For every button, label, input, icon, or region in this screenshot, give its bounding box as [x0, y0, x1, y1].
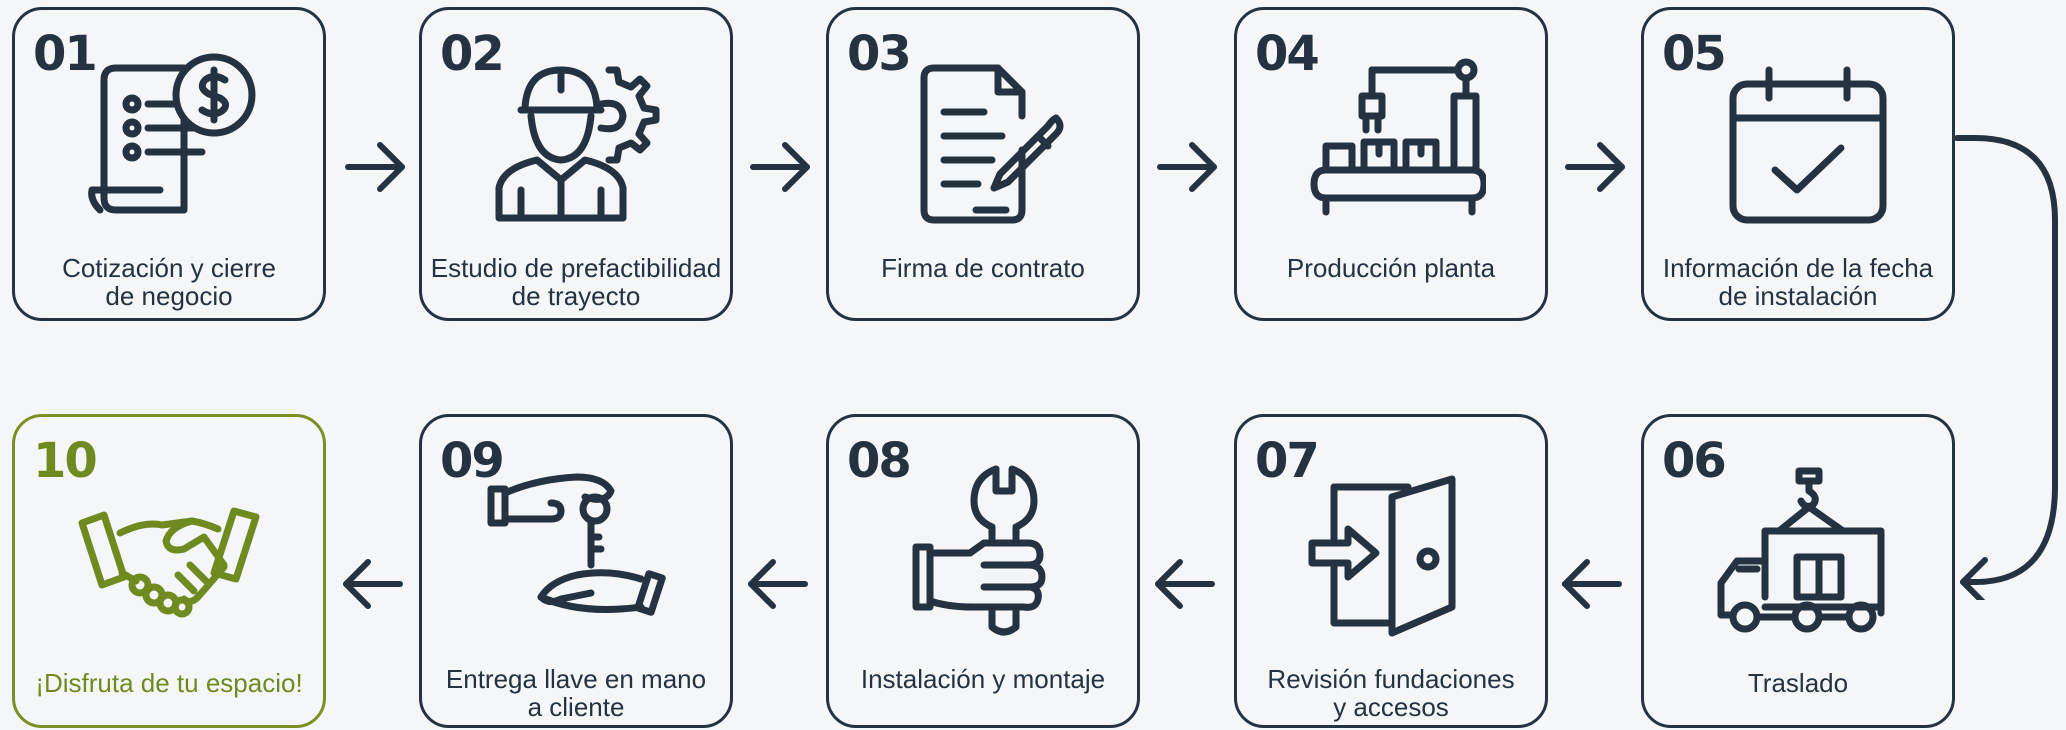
contract-sign-icon: [888, 50, 1078, 240]
step-label: Entrega llave en mano a cliente: [445, 664, 707, 722]
step-09: 09 Entrega llave en mano a cliente: [419, 414, 733, 728]
factory-conveyor-icon: [1296, 50, 1488, 240]
arrow-left-icon: [1559, 556, 1623, 617]
step-06: 06 Traslado: [1641, 414, 1955, 728]
step-label: Producción planta: [1286, 253, 1496, 283]
engineer-gear-icon: [481, 50, 671, 240]
quote-document-dollar-icon: [74, 50, 264, 240]
step-number: 07: [1255, 433, 1320, 489]
step-label: Revisión fundaciones y accesos: [1267, 664, 1515, 722]
step-label: Firma de contrato: [881, 253, 1085, 283]
hand-key-icon: [481, 457, 671, 647]
step-02: 02 Estudio de prefactibilidad de trayect…: [419, 7, 733, 321]
arrow-right-icon: [344, 139, 408, 200]
step-08: 08 Instalación y montaje: [826, 414, 1140, 728]
step-number: 02: [440, 26, 505, 82]
arrow-left-icon: [340, 556, 404, 617]
step-label: Instalación y montaje: [860, 664, 1106, 694]
step-label: Traslado: [1747, 668, 1849, 698]
step-number: 05: [1662, 26, 1727, 82]
connector-arrow-icon: [1954, 130, 2065, 607]
truck-crane-icon: [1703, 457, 1893, 647]
step-label: Información de la fecha de instalación: [1662, 253, 1934, 311]
step-07: 07 Revisión fundaciones y accesos: [1234, 414, 1548, 728]
arrow-left-icon: [745, 556, 809, 617]
step-10: 10 ¡Disfruta de tu espacio!: [12, 414, 326, 728]
door-enter-icon: [1296, 457, 1486, 647]
step-number: 01: [33, 26, 98, 82]
step-number: 08: [847, 433, 912, 489]
step-number: 09: [440, 433, 505, 489]
calendar-check-icon: [1703, 50, 1893, 240]
handshake-icon: [74, 457, 264, 647]
step-03: 03 Firma de contrato: [826, 7, 1140, 321]
step-number: 04: [1255, 26, 1320, 82]
step-04: 04 Producción planta: [1234, 7, 1548, 321]
arrow-left-icon: [1152, 556, 1216, 617]
hand-wrench-icon: [888, 457, 1078, 647]
step-label: Cotización y cierre de negocio: [62, 253, 276, 311]
step-01: 01 Cotización y cierre de negocio: [12, 7, 326, 321]
arrow-right-icon: [1564, 139, 1628, 200]
step-label: Estudio de prefactibilidad de trayecto: [430, 253, 722, 311]
step-number: 03: [847, 26, 912, 82]
step-label: ¡Disfruta de tu espacio!: [35, 668, 303, 698]
step-number: 06: [1662, 433, 1727, 489]
step-number: 10: [33, 433, 98, 489]
step-05: 05 Información de la fecha de instalació…: [1641, 7, 1955, 321]
arrow-right-icon: [749, 139, 813, 200]
arrow-right-icon: [1156, 139, 1220, 200]
